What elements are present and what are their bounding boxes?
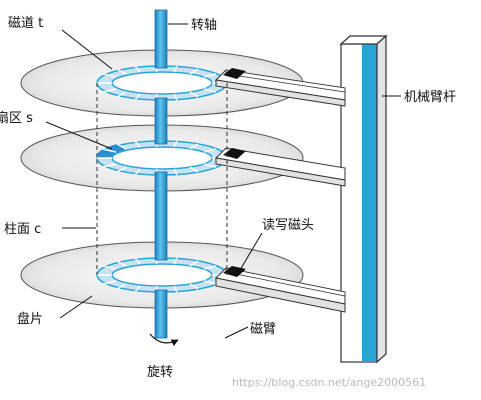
arm-middle	[214, 147, 346, 187]
label-spindle: 转轴	[191, 18, 217, 33]
head-middle	[223, 148, 246, 159]
spindle	[154, 9, 168, 339]
arm-bottom	[214, 267, 346, 313]
sector-dividers-middle	[97, 140, 227, 176]
label-head: 读写磁头	[262, 218, 314, 233]
label-arm-assembly: 机械臂杆	[404, 90, 456, 105]
head-top	[223, 68, 246, 79]
label-sector: 扇区 s	[0, 110, 33, 126]
leader-lines	[45, 23, 401, 339]
label-rotation: 旋转	[147, 365, 173, 380]
arm-assembly-post	[339, 34, 388, 364]
label-platter: 盘片	[17, 311, 43, 327]
watermark-text: https://blog.csdn.net/ange2000561	[232, 376, 426, 389]
arm-top	[214, 69, 346, 107]
label-arm: 磁臂	[250, 322, 276, 337]
rotation-arrow	[149, 333, 179, 347]
platter-bottom	[20, 241, 304, 309]
label-track: 磁道 t	[8, 16, 43, 31]
label-cylinder: 柱面 c	[4, 222, 41, 237]
cylinder-outline	[96, 83, 228, 275]
